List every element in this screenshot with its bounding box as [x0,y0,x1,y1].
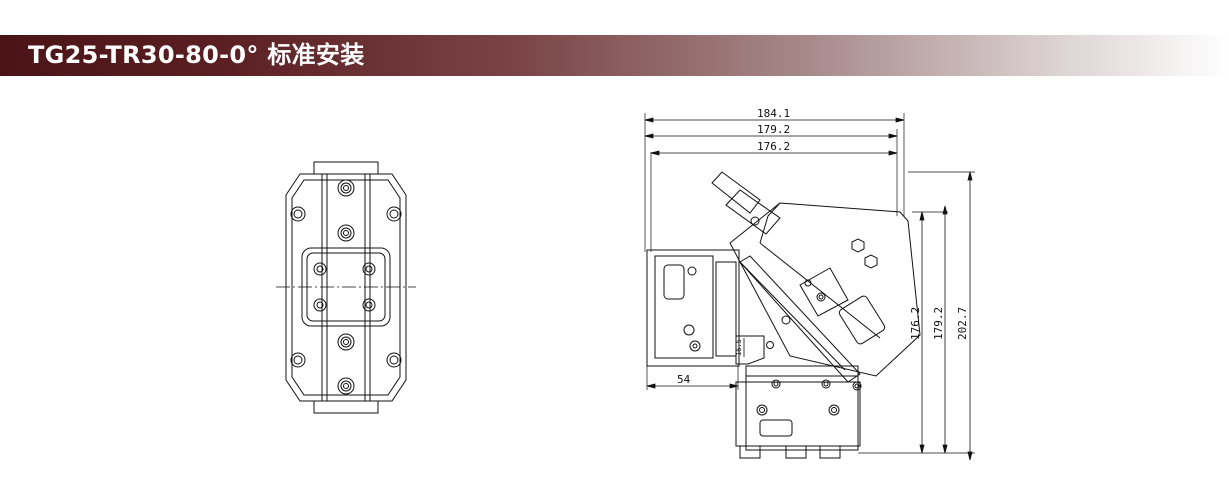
dim-top-inner: 176.2 [757,140,790,153]
dim-height-middle: 179.2 [932,307,945,340]
plate-screw-icon [313,262,376,312]
side-view [644,113,975,459]
dim-top-overall: 184.1 [757,107,790,120]
page-title: TG25-TR30-80-0° 标准安装 [28,41,365,69]
dim-top-middle: 179.2 [757,123,790,136]
dimension-lines [644,117,973,461]
flange-bolt-icon [290,206,402,368]
title-banner: TG25-TR30-80-0° 标准安装 [0,35,1229,76]
dim-height-overall: 202.7 [956,307,969,340]
dim-height-inner: 176.2 [909,307,922,340]
dim-small-offset: 16.5 [735,339,743,356]
dim-base-width: 54 [677,373,691,386]
dimension-labels: 184.1 179.2 176.2 176.2 179.2 202.7 54 1… [677,107,969,386]
rail-bolt-icon [337,179,355,395]
front-view [276,161,416,414]
hex-nut-icon [851,238,878,269]
